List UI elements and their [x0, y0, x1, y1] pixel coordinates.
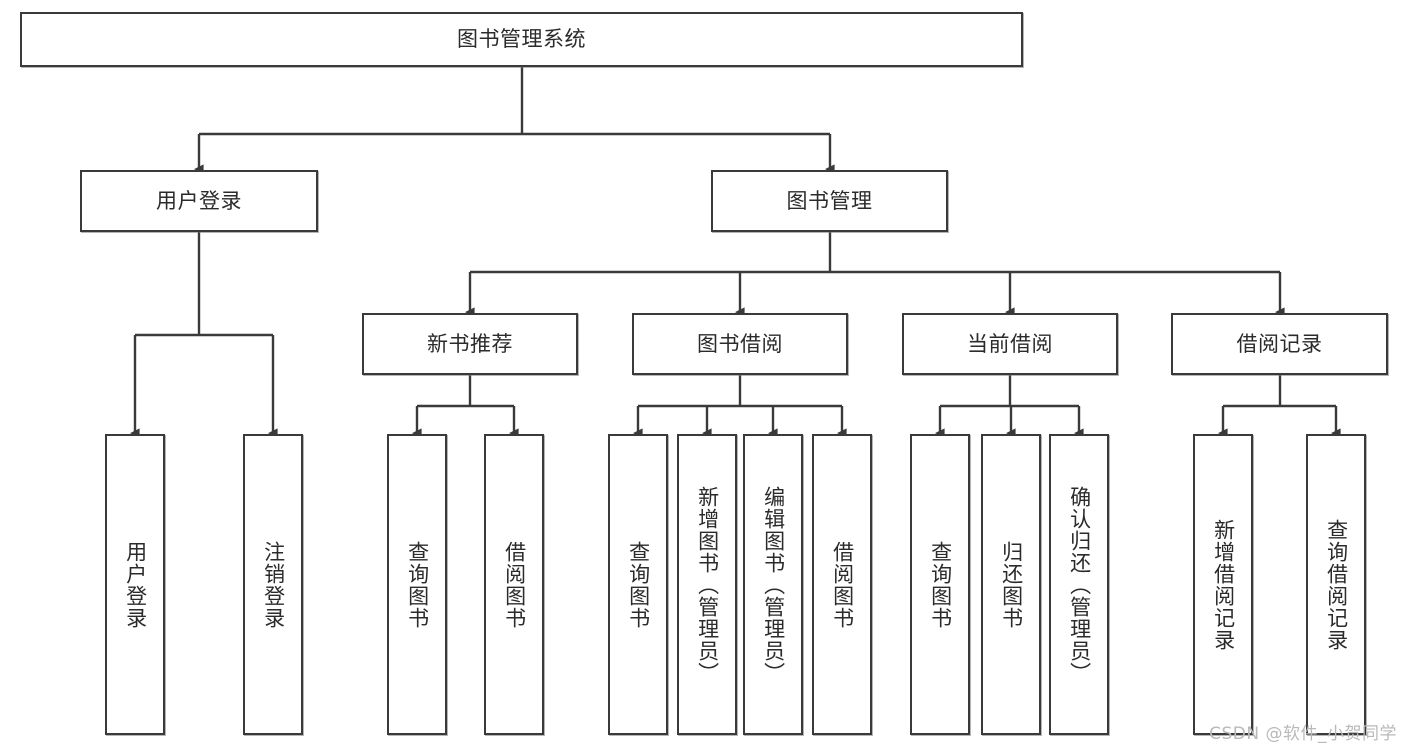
node-label: 新增借阅记录 [1211, 518, 1236, 651]
node-label: 新书推荐 [427, 331, 513, 356]
node-label: 查询图书 [405, 540, 430, 629]
node-label: 查询图书 [626, 540, 651, 629]
watermark-text: CSDN @软件_小贺同学 [1209, 724, 1397, 744]
node-label: 查询图书 [928, 540, 953, 629]
node-label: 编辑图书（管理员） [761, 485, 786, 684]
node-leaf-query-book-cb[interactable]: 查询图书 [910, 434, 970, 735]
node-leaf-add-book[interactable]: 新增图书（管理员） [677, 434, 737, 735]
node-label: 新增图书（管理员） [695, 485, 720, 684]
node-label: 归还图书 [999, 540, 1024, 629]
node-label: 图书管理系统 [457, 27, 586, 52]
node-new-book-rec[interactable]: 新书推荐 [362, 313, 578, 375]
node-user-login[interactable]: 用户登录 [80, 170, 318, 232]
node-current-borrow[interactable]: 当前借阅 [902, 313, 1118, 375]
node-leaf-edit-book[interactable]: 编辑图书（管理员） [743, 434, 803, 735]
node-borrow-record[interactable]: 借阅记录 [1171, 313, 1388, 375]
node-label: 用户登录 [123, 540, 148, 629]
node-leaf-borrow-book-rec[interactable]: 借阅图书 [484, 434, 544, 735]
node-root[interactable]: 图书管理系统 [20, 12, 1023, 67]
node-label: 当前借阅 [967, 331, 1053, 356]
node-label: 借阅图书 [502, 540, 527, 629]
node-label: 图书管理 [786, 188, 873, 213]
node-leaf-query-book-rec[interactable]: 查询图书 [387, 434, 447, 735]
node-leaf-add-record[interactable]: 新增借阅记录 [1193, 434, 1253, 735]
node-label: 确认归还（管理员） [1067, 485, 1092, 684]
node-label: 图书借阅 [697, 331, 783, 356]
node-leaf-query-book-bb[interactable]: 查询图书 [608, 434, 668, 735]
node-leaf-borrow-book-bb[interactable]: 借阅图书 [812, 434, 872, 735]
node-leaf-return-book[interactable]: 归还图书 [981, 434, 1041, 735]
node-label: 借阅记录 [1236, 331, 1323, 356]
node-label: 用户登录 [156, 188, 242, 213]
node-book-borrow[interactable]: 图书借阅 [632, 313, 848, 375]
node-leaf-user-login[interactable]: 用户登录 [105, 434, 165, 735]
node-label: 查询借阅记录 [1324, 518, 1349, 651]
node-label: 借阅图书 [830, 540, 855, 629]
node-book-manage[interactable]: 图书管理 [711, 170, 948, 232]
node-leaf-query-record[interactable]: 查询借阅记录 [1306, 434, 1366, 735]
node-leaf-confirm-return[interactable]: 确认归还（管理员） [1049, 434, 1109, 735]
node-leaf-user-logout[interactable]: 注销登录 [243, 434, 303, 735]
node-label: 注销登录 [261, 540, 286, 629]
